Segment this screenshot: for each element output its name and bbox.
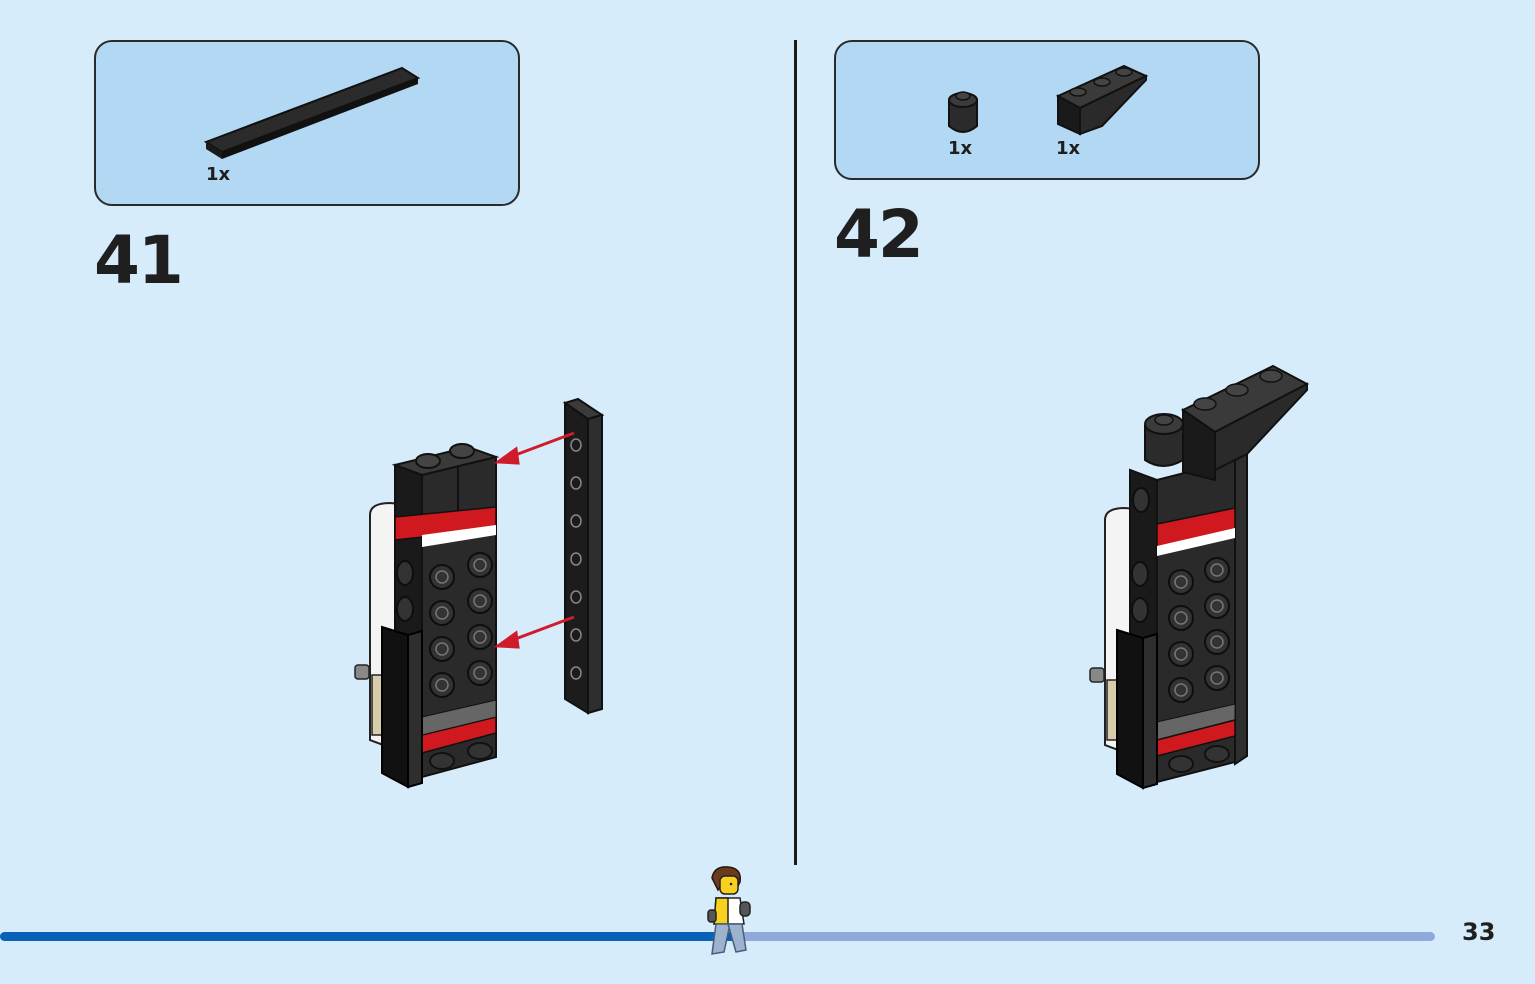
step-divider [794, 40, 797, 865]
inverted-slope-1x3-icon [1055, 64, 1149, 136]
part-qty: 1x [1056, 138, 1081, 159]
part-qty: 1x [948, 138, 973, 159]
step-number: 41 [94, 222, 184, 299]
step-41-model-illustration [354, 397, 605, 789]
round-brick-1x1-icon [948, 91, 978, 133]
step-41-parts-box: 1x [94, 40, 520, 206]
progress-bar-fill [0, 932, 732, 941]
page-number: 33 [1462, 918, 1496, 946]
minifigure-walking-icon [707, 866, 751, 955]
step-number: 42 [834, 196, 924, 273]
part-qty: 1x [206, 164, 231, 185]
step-42-model-illustration [1089, 364, 1310, 790]
tile-1x8-icon [203, 66, 421, 159]
step-42-parts-box: 1x 1x [834, 40, 1260, 180]
